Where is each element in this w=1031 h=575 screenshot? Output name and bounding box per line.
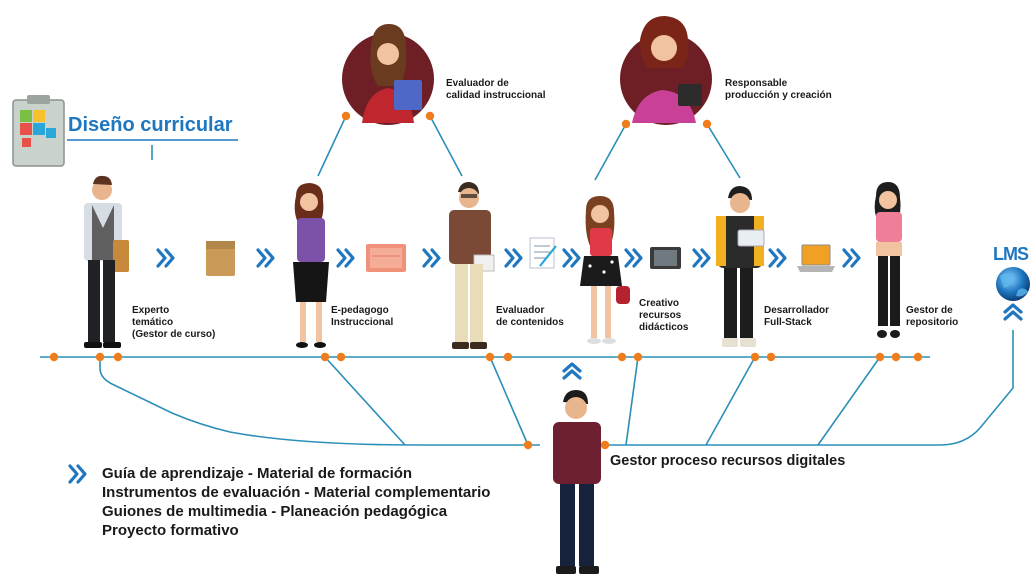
- globe-icon: [996, 267, 1030, 301]
- evaluador-contenidos-figure: [449, 182, 495, 349]
- folder-icon: [206, 241, 235, 276]
- flow-arrows: [68, 248, 1023, 484]
- tri2-right: [706, 123, 741, 179]
- tri1-right: [429, 115, 463, 177]
- evaluador-calidad-portrait: [342, 24, 434, 125]
- timeline-dots: [49, 111, 923, 450]
- role-label-desarrollador: Desarrollador Full-Stack: [764, 305, 830, 328]
- creativo-figure: [580, 196, 630, 344]
- role-label-experto: Experto temático (Gestor de curso): [132, 305, 216, 340]
- role-label-gestor-proceso: Gestor proceso recursos digitales: [610, 453, 846, 469]
- deliverable-item: Guía de aprendizaje - Material de formac…: [102, 465, 413, 482]
- experto-figure: [84, 175, 129, 348]
- arrow-icon: [624, 248, 643, 268]
- document-pen-icon: [529, 237, 557, 269]
- role-label-creativo: Creativo recursos didácticos: [639, 298, 689, 333]
- lms-label: LMS: [993, 244, 1029, 264]
- deliverables-list: Guía de aprendizaje - Material de formac…: [102, 464, 490, 540]
- connector-lines: [40, 115, 1014, 446]
- connector-gestor-repo: [817, 356, 881, 446]
- arrow-icon: [842, 248, 861, 268]
- tri2-left: [594, 123, 627, 181]
- gestor-repositorio-figure: [874, 182, 902, 338]
- role-label-responsable: Responsable producción y creación: [725, 78, 832, 101]
- laptop-icon: [797, 244, 835, 272]
- role-label-evaluador-calidad: Evaluador de calidad instruccional: [446, 78, 546, 101]
- folders-stack-icon: [366, 244, 406, 272]
- arrow-icon: [422, 248, 441, 268]
- connector-epedagogo: [324, 356, 406, 446]
- epedagogo-figure: [293, 183, 329, 348]
- arrow-icon: [562, 248, 581, 268]
- arrow-icon: [504, 248, 523, 268]
- arrow-icon: [692, 248, 711, 268]
- arrow-icon: [156, 248, 175, 268]
- connector-lms: [605, 330, 1014, 446]
- connector-experto: [99, 357, 540, 446]
- responsable-portrait: [620, 16, 712, 125]
- gestor-proceso-figure: [553, 390, 601, 574]
- role-label-evaluador-contenidos: Evaluador de contenidos: [496, 305, 564, 328]
- page-title: Diseño curricular: [68, 114, 233, 136]
- connector-desarrollador: [705, 356, 756, 446]
- bullet-arrow-icon: [68, 464, 87, 484]
- deliverable-item: Guiones de multimedia - Planeación pedag…: [102, 503, 448, 520]
- connector-creativo: [625, 356, 639, 446]
- arrow-up-icon: [562, 362, 582, 380]
- role-label-epedagogo: E-pedagogo Instruccional: [331, 305, 394, 328]
- arrow-icon: [256, 248, 275, 268]
- tablet-icon: [650, 247, 681, 269]
- desarrollador-figure: [716, 186, 765, 347]
- clipboard-puzzle-icon: [12, 95, 65, 167]
- role-label-gestor-repositorio: Gestor de repositorio: [906, 305, 959, 328]
- tri1-left: [317, 115, 347, 177]
- deliverable-item: Proyecto formativo: [102, 522, 239, 539]
- deliverable-item: Instrumentos de evaluación - Material co…: [102, 484, 491, 501]
- arrow-up-icon: [1003, 303, 1023, 321]
- arrow-icon: [768, 248, 787, 268]
- connector-evaluador: [489, 356, 529, 446]
- arrow-icon: [336, 248, 355, 268]
